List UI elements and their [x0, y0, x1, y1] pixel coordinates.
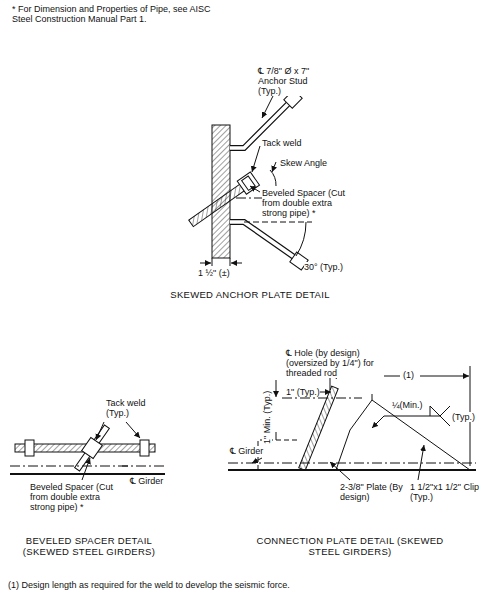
dimension: 1 ½" (±)	[198, 268, 230, 278]
weld-note: (Typ.)	[452, 412, 475, 422]
detail-title: BEVELED SPACER DETAIL (SKEWED STEEL GIRD…	[14, 536, 164, 557]
weld-callout: Tack weld (Typ.)	[106, 398, 154, 418]
clip-callout: 1 1/2"x1 1/2" Clip (Typ.)	[410, 482, 482, 502]
plate-callout: 2-3/8" Plate (By design)	[340, 482, 406, 502]
angle-callout: Skew Angle	[280, 158, 327, 168]
dimension: 1" Min. (Typ.)	[262, 391, 272, 444]
note-reference: (1)	[403, 370, 414, 380]
angle-callout: 30° (Typ.)	[304, 262, 343, 272]
dimension: 1" (Typ.)	[286, 387, 320, 397]
weld-callout: Tack weld	[262, 138, 302, 148]
spacer-callout: Beveled Spacer (Cut from double extra st…	[262, 188, 354, 218]
weld-size: ¼(Min.)	[392, 400, 423, 410]
general-note: * For Dimension and Properties of Pipe, …	[12, 4, 224, 24]
centerline-label: ℄ Girder	[130, 476, 163, 486]
stud-callout: ℄ 7/8" Ø x 7" Anchor Stud (Typ.)	[258, 66, 324, 96]
centerline-label: ℄ Girder	[230, 446, 263, 456]
hole-callout: ℄ Hole (by design) (oversized by 1/4") f…	[286, 348, 384, 378]
detail-title: SKEWED ANCHOR PLATE DETAIL	[150, 290, 350, 301]
footnote: (1) Design length as required for the we…	[8, 580, 290, 590]
spacer-callout: Beveled Spacer (Cut from double extra st…	[30, 482, 122, 512]
detail-title: CONNECTION PLATE DETAIL (SKEWED STEEL GI…	[250, 536, 450, 557]
